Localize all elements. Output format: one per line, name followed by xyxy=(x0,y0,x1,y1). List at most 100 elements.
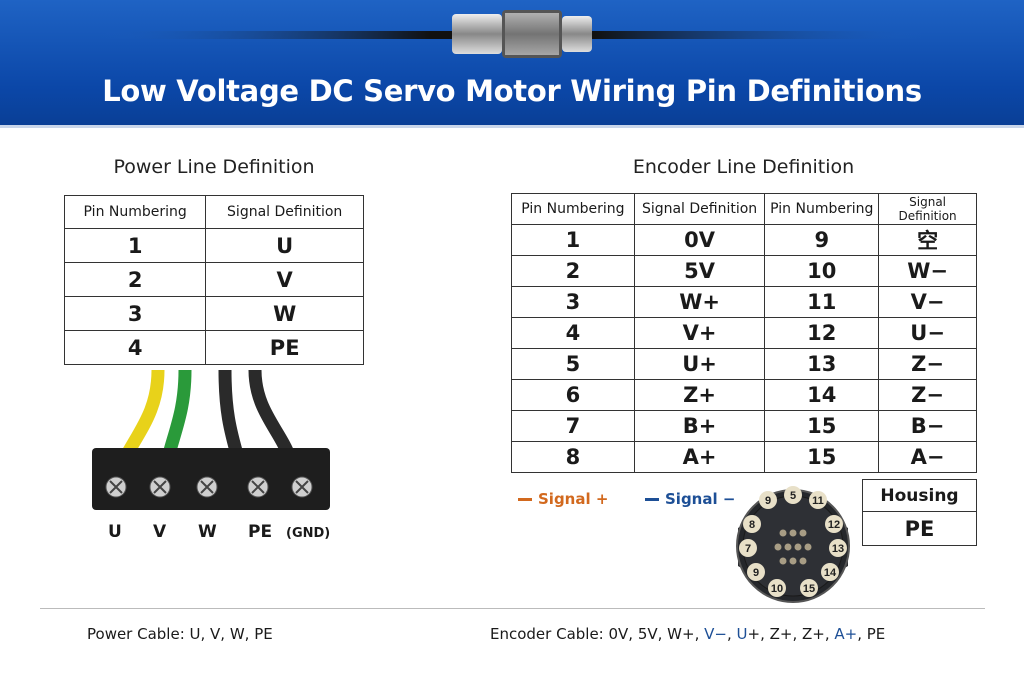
legend-signal-plus: Signal + xyxy=(518,490,608,508)
legend-signal-minus: Signal − xyxy=(645,490,735,508)
connector-pin-label: 8 xyxy=(749,519,755,531)
terminal-label-w: W xyxy=(198,522,217,542)
cell: Z− xyxy=(878,348,977,380)
cell: 4 xyxy=(63,330,207,365)
housing-value: PE xyxy=(862,511,977,546)
cell: 1 xyxy=(63,228,207,263)
header-cell: Pin Numbering xyxy=(764,193,880,225)
cell: 2 xyxy=(63,262,207,297)
header-cell: Signal Definition xyxy=(878,193,977,225)
cell: 2 xyxy=(511,255,635,287)
footer-text: A+ xyxy=(834,625,858,643)
header-cell: Signal Definition xyxy=(205,195,364,229)
cell: 5V xyxy=(633,255,766,287)
footer-text: , xyxy=(726,625,737,643)
page-title: Low Voltage DC Servo Motor Wiring Pin De… xyxy=(102,74,922,108)
connector-pin xyxy=(759,491,777,509)
connector-pin xyxy=(739,539,757,557)
connector-pin-label: 12 xyxy=(828,519,840,531)
housing-table: Housing PE xyxy=(862,479,977,546)
cell: 1 xyxy=(511,224,635,256)
cell: V xyxy=(205,262,364,297)
connector-pin-label: 11 xyxy=(812,495,824,507)
legend-label: Signal + xyxy=(538,490,609,508)
cell: 7 xyxy=(511,410,635,442)
footer-text: +, Z+, Z+, xyxy=(747,625,835,643)
connector-pin-label: 10 xyxy=(771,583,783,595)
encoder-section-title: Encoder Line Definition xyxy=(632,156,855,178)
connector-pin-label: 9 xyxy=(753,567,759,579)
cell: W− xyxy=(878,255,977,287)
legend-label: Signal − xyxy=(665,490,736,508)
connector-pin-label: 14 xyxy=(824,567,837,579)
cell: 4 xyxy=(511,317,635,349)
cell: 5 xyxy=(511,348,635,380)
legend-swatch xyxy=(518,498,532,501)
legend-swatch xyxy=(645,498,659,501)
terminal-label-v: V xyxy=(153,522,167,542)
connector-pin xyxy=(768,579,786,597)
cell: B+ xyxy=(633,410,766,442)
cell: 10 xyxy=(764,255,880,287)
cell: Z− xyxy=(878,379,977,411)
connector-pin xyxy=(809,491,827,509)
cell: 15 xyxy=(764,410,880,442)
connector-pin-label: 13 xyxy=(832,543,844,555)
cell: Z+ xyxy=(633,379,766,411)
header-cell: Pin Numbering xyxy=(511,193,635,225)
cell: A− xyxy=(878,441,977,473)
footer-text: V− xyxy=(704,625,727,643)
footer-encoder-cable: Encoder Cable: 0V, 5V, W+, V−, U+, Z+, Z… xyxy=(490,625,885,643)
cell: U xyxy=(205,228,364,263)
cell: 6 xyxy=(511,379,635,411)
terminal-block-illustration xyxy=(92,370,330,510)
cell: 8 xyxy=(511,441,635,473)
connector-pin xyxy=(784,486,802,504)
cell: W xyxy=(205,296,364,331)
footer-text: , PE xyxy=(857,625,886,643)
cell: 0V xyxy=(633,224,766,256)
connector-pin-label: 9 xyxy=(765,495,771,507)
cable-connector-icon xyxy=(100,10,924,58)
connector-pin xyxy=(747,563,765,581)
cell: 12 xyxy=(764,317,880,349)
connector-pin-label: 15 xyxy=(803,583,815,595)
housing-label: Housing xyxy=(862,479,977,512)
terminal-label-gnd: (GND) xyxy=(286,526,331,541)
cell: B− xyxy=(878,410,977,442)
connector-pin-label: 7 xyxy=(745,543,751,555)
connector-pin xyxy=(800,579,818,597)
divider xyxy=(0,125,1024,128)
cell: PE xyxy=(205,330,364,365)
terminal-label-u: U xyxy=(108,522,122,542)
cell: W+ xyxy=(633,286,766,318)
footer-divider xyxy=(40,608,985,609)
terminal-label-pe: PE xyxy=(248,522,273,542)
footer-text: U xyxy=(736,625,748,643)
connector-pin xyxy=(825,515,843,533)
footer-power-cable: Power Cable: U, V, W, PE xyxy=(87,625,273,643)
cell: 13 xyxy=(764,348,880,380)
cell: 3 xyxy=(63,296,207,331)
header-cell: Signal Definition xyxy=(633,193,766,225)
connector-pin xyxy=(821,563,839,581)
cell: U+ xyxy=(633,348,766,380)
cell: U− xyxy=(878,317,977,349)
cell: 3 xyxy=(511,286,635,318)
connector-pin xyxy=(743,515,761,533)
cell: 14 xyxy=(764,379,880,411)
cell: V− xyxy=(878,286,977,318)
power-section-title: Power Line Definition xyxy=(113,156,315,178)
